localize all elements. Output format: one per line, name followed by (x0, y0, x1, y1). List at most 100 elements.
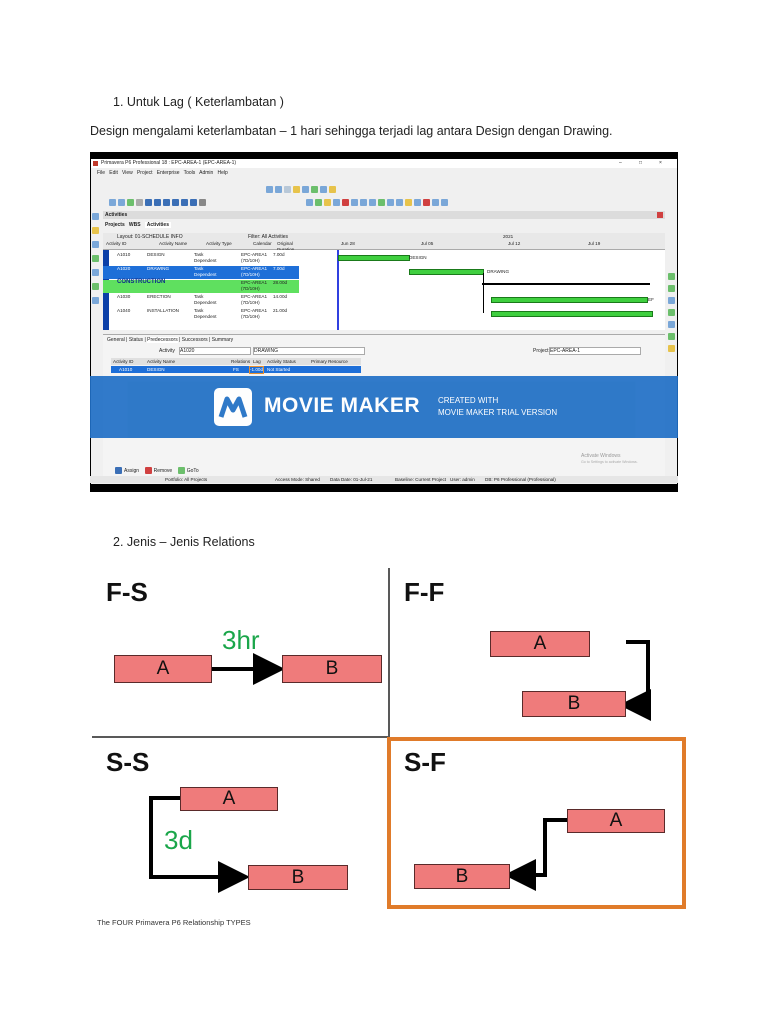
toolbar-icon[interactable] (405, 199, 412, 207)
dock-icon[interactable] (92, 241, 99, 248)
wbs-row-construction[interactable]: CONSTRUCTION EPC-AREA1 (7D/10H) 28.00d (103, 279, 299, 293)
tab-activities[interactable]: Activities (144, 222, 171, 228)
menu-tools[interactable]: Tools (183, 170, 196, 176)
toolbar-icon[interactable] (378, 199, 385, 207)
col-pred-status[interactable]: Activity Status (267, 359, 296, 364)
dock-icon[interactable] (92, 255, 99, 262)
tab-status[interactable]: Status (128, 337, 144, 343)
toolbar-icon[interactable] (324, 199, 331, 207)
assign-button[interactable]: Assign (115, 467, 139, 474)
col-calendar[interactable]: Calendar (253, 241, 272, 246)
toolbar-icon[interactable] (109, 199, 116, 207)
toolbar-icon[interactable] (302, 186, 309, 194)
toolbar-icon[interactable] (163, 199, 170, 207)
toolbar-icon[interactable] (329, 186, 336, 194)
project-field[interactable]: EPC-AREA-1 (549, 347, 641, 355)
tab-projects[interactable]: Projects (105, 222, 125, 228)
tab-general[interactable]: General (107, 337, 125, 343)
menu-enterprise[interactable]: Enterprise (156, 170, 180, 176)
toolbar-icon[interactable] (284, 186, 291, 194)
pred-row[interactable]: A1010 DESIGN FS -1.00d Not Started (111, 366, 361, 374)
toolbar-icon[interactable] (190, 199, 197, 207)
dock-icon[interactable] (92, 269, 99, 276)
toolbar-icon[interactable] (199, 199, 206, 207)
menu-file[interactable]: File (97, 170, 106, 176)
table-row-selected[interactable]: A1020 DRAWING Task Dependent EPC-AREA1 (… (103, 266, 299, 279)
zoom-out-icon[interactable] (275, 186, 282, 194)
toolbar-icon[interactable] (320, 186, 327, 194)
toolbar-icon[interactable] (154, 199, 161, 207)
gantt-bar-erection[interactable] (491, 297, 648, 303)
gantt-bar-drawing[interactable] (409, 269, 484, 275)
layout-label[interactable]: Layout: 01-SCHEDULE INFO (117, 234, 183, 240)
tab-predecessors[interactable]: Predecessors (147, 337, 178, 343)
toolbar-icon[interactable] (136, 199, 143, 207)
toolbar-icon[interactable] (351, 199, 358, 207)
col-pred-relations[interactable]: Relations (231, 359, 251, 364)
dock-icon[interactable] (92, 227, 99, 234)
dock-icon[interactable] (92, 297, 99, 304)
dock-icon[interactable] (668, 297, 675, 304)
table-row[interactable]: A1030 ERECTION Task Dependent EPC-AREA1 … (103, 294, 299, 307)
toolbar-icon[interactable] (306, 199, 313, 207)
activity-name-field[interactable]: DRAWING (253, 347, 365, 355)
toolbar-icon[interactable] (342, 199, 349, 207)
toolbar-icon[interactable] (181, 199, 188, 207)
gantt-bar-installation[interactable] (491, 311, 653, 317)
dock-icon[interactable] (668, 321, 675, 328)
dock-icon[interactable] (92, 283, 99, 290)
toolbar-icon[interactable] (172, 199, 179, 207)
tab-successors[interactable]: Successors (181, 337, 208, 343)
col-activity-id[interactable]: Activity ID (106, 241, 127, 246)
col-pred-name[interactable]: Activity Name (147, 359, 176, 364)
toolbar-icon[interactable] (387, 199, 394, 207)
toolbar-icon[interactable] (333, 199, 340, 207)
col-activity-type[interactable]: Activity Type (206, 241, 232, 246)
toolbar-icon[interactable] (423, 199, 430, 207)
tab-summary[interactable]: Summary (211, 337, 234, 343)
dock-icon[interactable] (668, 309, 675, 316)
menu-admin[interactable]: Admin (199, 170, 214, 176)
maximize-icon[interactable]: □ (639, 160, 643, 166)
pred-lag[interactable]: -1.00d (249, 366, 265, 374)
close-icon[interactable]: × (659, 160, 662, 166)
menu-view[interactable]: View (122, 170, 133, 176)
gantt-summary-bar[interactable] (482, 283, 650, 285)
toolbar-icon[interactable] (145, 199, 152, 207)
col-pred-lag[interactable]: Lag (253, 359, 261, 364)
minimize-icon[interactable]: – (619, 160, 622, 166)
table-row[interactable]: A1010 DESIGN Task Dependent EPC-AREA1 (7… (103, 252, 299, 265)
dock-icon[interactable] (668, 273, 675, 280)
toolbar-icon[interactable] (432, 199, 439, 207)
menu-project[interactable]: Project (136, 170, 153, 176)
dock-icon[interactable] (668, 333, 675, 340)
menu-edit[interactable]: Edit (109, 170, 118, 176)
toolbar-icon[interactable] (315, 199, 322, 207)
gantt-bar-design[interactable] (338, 255, 410, 261)
goto-button[interactable]: GoTo (177, 467, 199, 474)
col-activity-name[interactable]: Activity Name (159, 241, 188, 246)
dock-icon[interactable] (92, 213, 99, 220)
activity-id-field[interactable]: A1020 (179, 347, 251, 355)
col-pred-resource[interactable]: Primary Resource (311, 359, 348, 364)
menu-help[interactable]: Help (217, 170, 228, 176)
dock-icon[interactable] (668, 345, 675, 352)
toolbar-icon[interactable] (414, 199, 421, 207)
toolbar-icon[interactable] (293, 186, 300, 194)
toolbar-icon[interactable] (396, 199, 403, 207)
tab-wbs[interactable]: WBS (128, 222, 141, 228)
toolbar-icon[interactable] (127, 199, 134, 207)
col-original-duration[interactable]: Original Duration (277, 241, 295, 252)
toolbar-icon[interactable] (311, 186, 318, 194)
remove-button[interactable]: Remove (144, 467, 172, 474)
dock-icon[interactable] (668, 285, 675, 292)
toolbar-icon[interactable] (369, 199, 376, 207)
zoom-in-icon[interactable] (266, 186, 273, 194)
toolbar-icon[interactable] (441, 199, 448, 207)
filter-label[interactable]: Filter: All Activities (248, 234, 289, 240)
toolbar-icon[interactable] (118, 199, 125, 207)
table-row[interactable]: A1040 INSTALLATION Task Dependent EPC-AR… (103, 308, 299, 321)
panel-close-icon[interactable] (657, 212, 663, 218)
col-pred-id[interactable]: Activity ID (113, 359, 134, 364)
toolbar-icon[interactable] (360, 199, 367, 207)
